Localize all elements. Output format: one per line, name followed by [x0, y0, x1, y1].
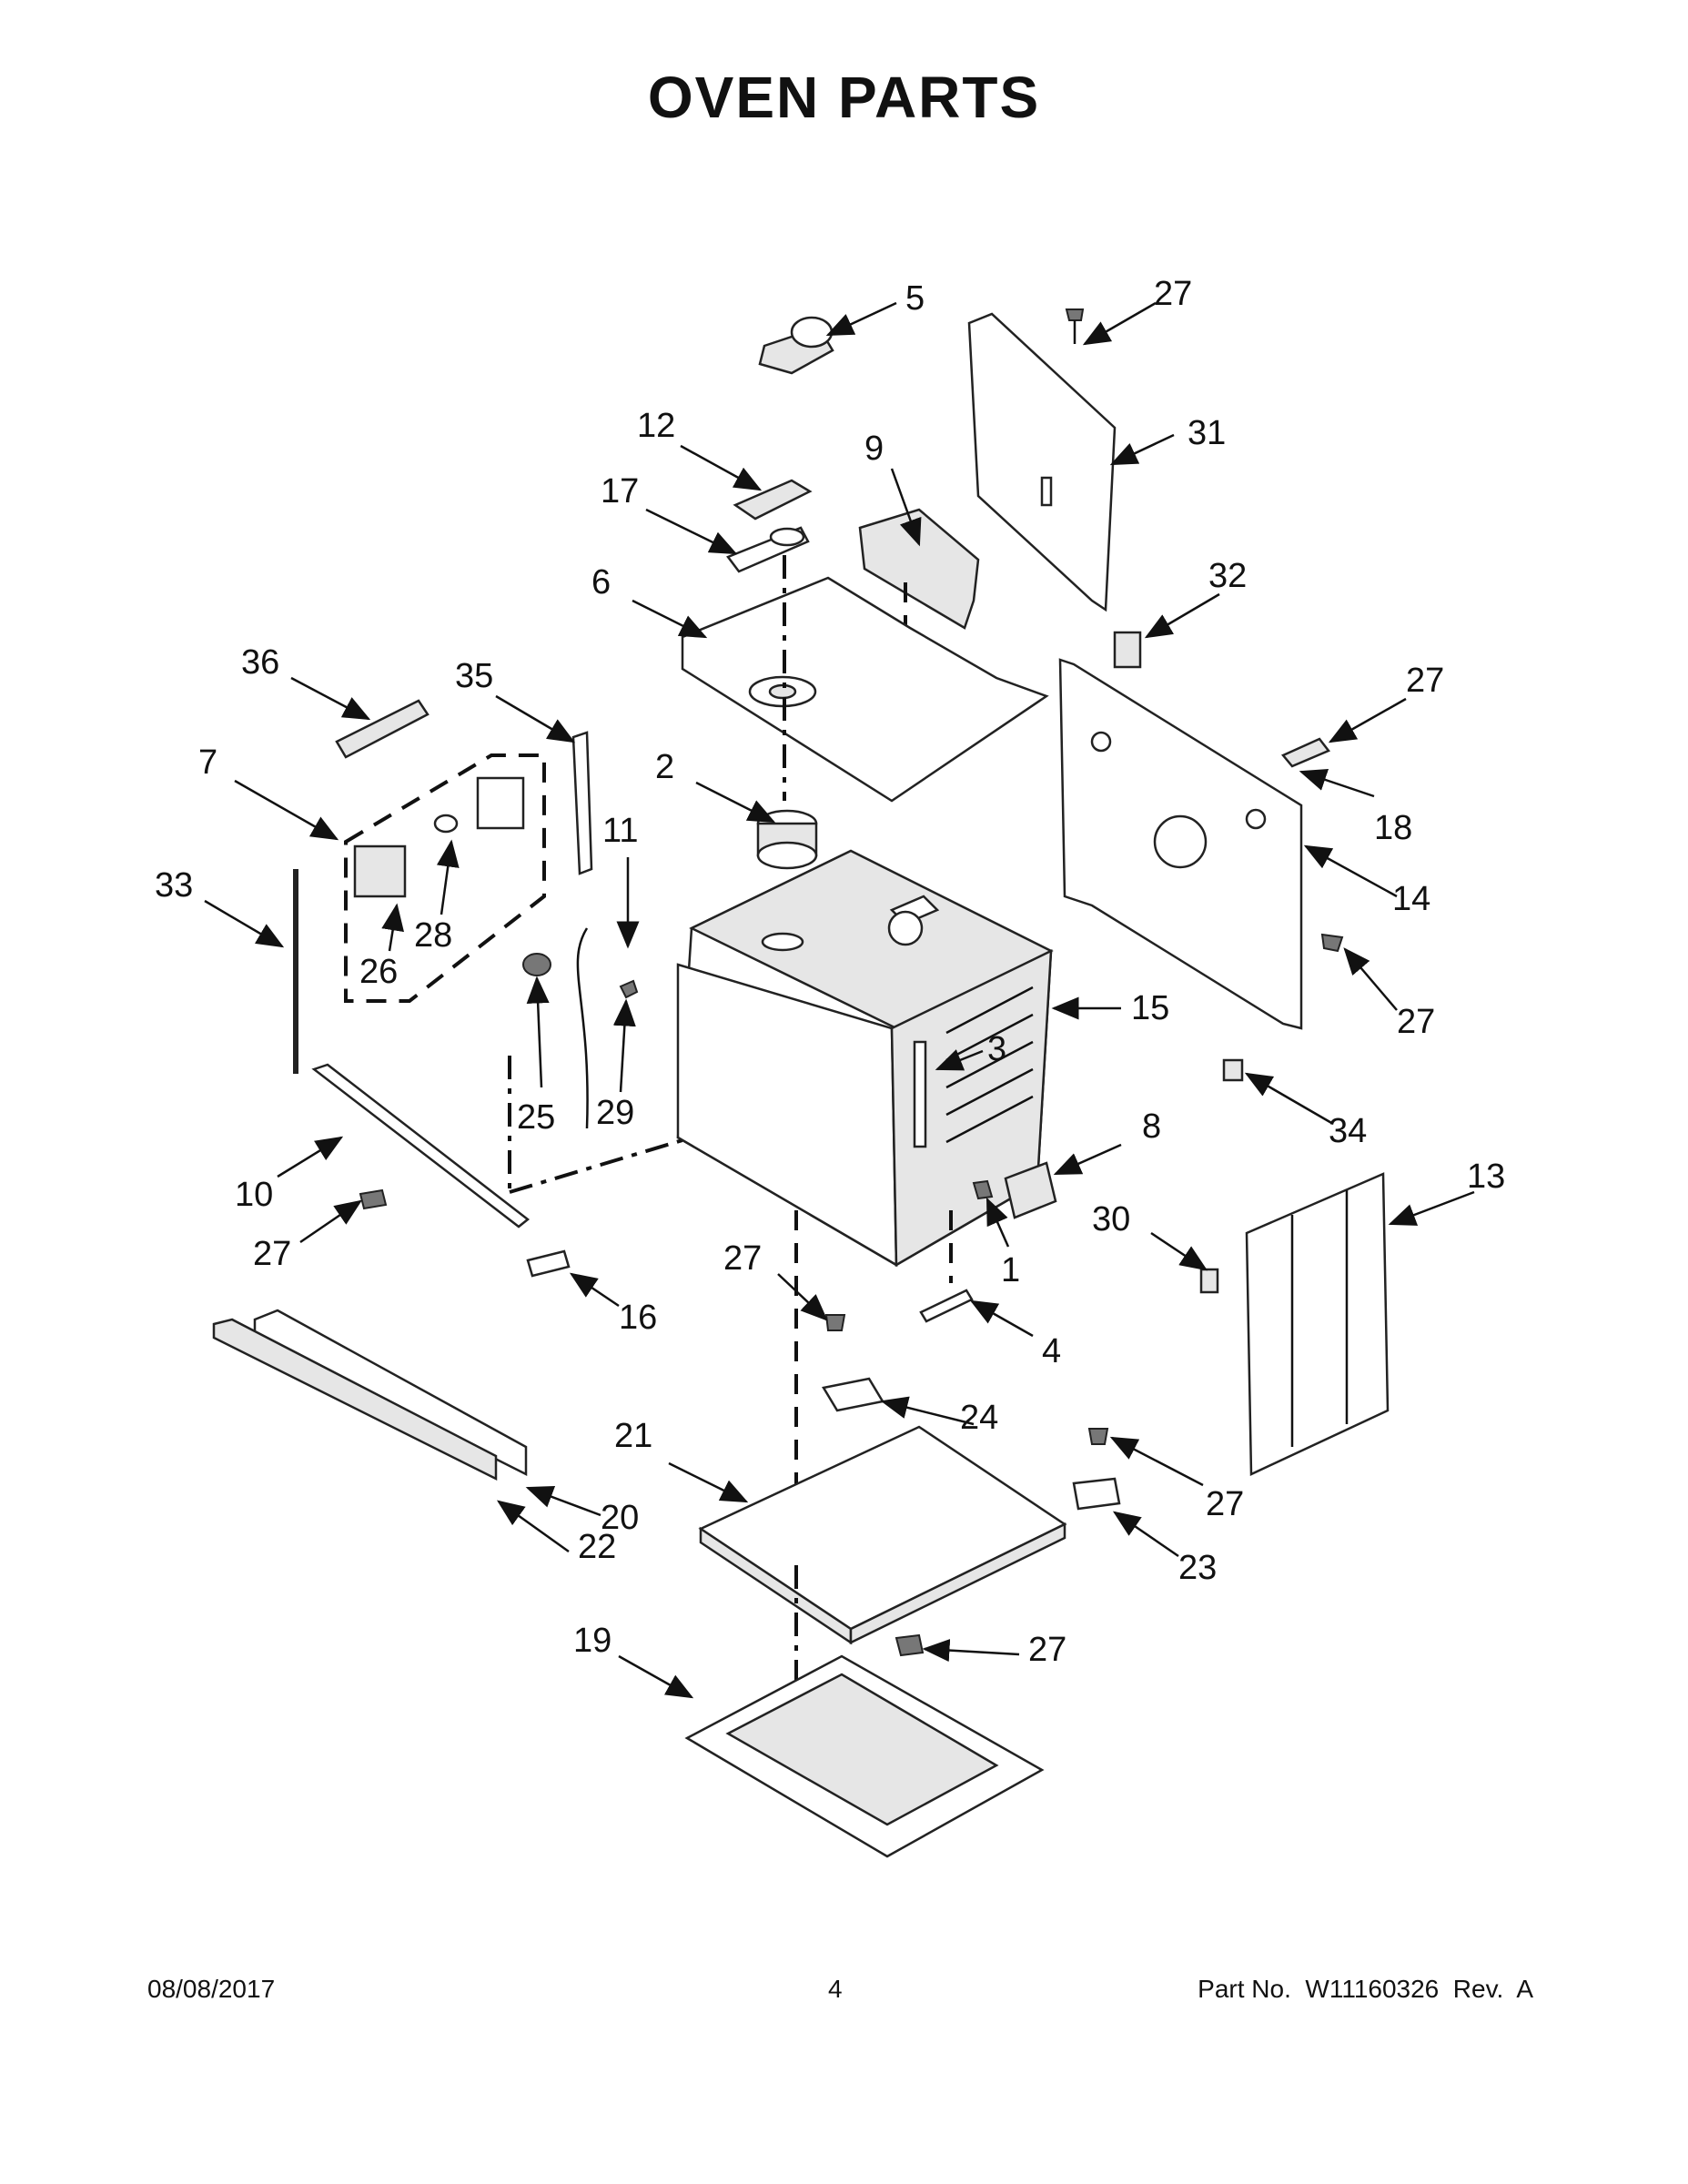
part-13-side-panel: [1245, 1172, 1390, 1476]
part-23-bracket: [1072, 1477, 1121, 1511]
callout-labels: 5 27 31 12 9 17 6 32 36 35 27 18 7 2 11 …: [155, 275, 1505, 1669]
callout-26: 26: [359, 953, 398, 991]
part-8-vent: [1004, 1161, 1057, 1219]
callout-23: 23: [1178, 1549, 1217, 1587]
leader-lines: [204, 301, 1475, 1699]
callout-22: 22: [578, 1528, 616, 1566]
callout-27: 27: [1406, 662, 1444, 700]
part-16-bracket: [526, 1249, 571, 1278]
callout-13: 13: [1467, 1158, 1505, 1196]
part-22-trim: [212, 1318, 498, 1481]
footer-page-number: 4: [828, 1975, 843, 2003]
callout-28: 28: [414, 916, 452, 955]
part-27-screw-bottom: [895, 1633, 925, 1657]
callout-25: 25: [517, 1098, 555, 1137]
callout-27: 27: [1028, 1631, 1066, 1669]
callout-8: 8: [1142, 1107, 1161, 1146]
callout-18: 18: [1374, 809, 1412, 847]
part-24-bracket: [822, 1377, 884, 1412]
callout-31: 31: [1188, 414, 1226, 452]
part-35-rail: [571, 731, 593, 875]
callout-4: 4: [1042, 1332, 1061, 1370]
part-7-kit-outline: [344, 753, 546, 1003]
callout-9: 9: [864, 430, 884, 468]
callout-3: 3: [987, 1030, 1006, 1068]
callout-16: 16: [619, 1299, 657, 1337]
callout-19: 19: [573, 1622, 612, 1660]
part-9-duct: [858, 508, 980, 655]
callout-5: 5: [905, 279, 925, 318]
page-title: OVEN PARTS: [647, 65, 1041, 130]
callout-30: 30: [1092, 1200, 1130, 1239]
part-12-bracket: [733, 479, 813, 521]
part-18-sensor: [1280, 737, 1330, 768]
callout-29: 29: [596, 1094, 634, 1132]
part-4-bracket: [919, 1289, 974, 1323]
callout-17: 17: [601, 472, 639, 511]
part-21-bottom-panel: [698, 1425, 1067, 1645]
part-27-screw-lower-right: [1087, 1428, 1109, 1445]
callout-2: 2: [655, 748, 674, 786]
part-27-screw-left: [359, 1188, 388, 1210]
callout-27: 27: [1397, 1003, 1435, 1041]
callout-1: 1: [1001, 1251, 1020, 1289]
part-27-screw-top: [1065, 308, 1085, 344]
callout-12: 12: [637, 407, 675, 445]
part-25-cap: [522, 953, 551, 976]
part-10-rail: [311, 1063, 531, 1228]
callout-24: 24: [960, 1399, 998, 1437]
part-32-block: [1113, 631, 1142, 669]
part-34-plate: [1222, 1058, 1244, 1082]
part-29-screw: [619, 979, 639, 999]
part-5-motor: [758, 316, 834, 375]
callout-35: 35: [455, 657, 493, 695]
callout-27: 27: [1154, 275, 1192, 313]
part-6-top-panel: [681, 576, 1049, 803]
callout-27: 27: [723, 1239, 762, 1278]
part-30-clip: [1199, 1268, 1219, 1294]
callout-27: 27: [1206, 1485, 1244, 1523]
footer-date: 08/08/2017: [147, 1975, 276, 2003]
part-31-rear-panel: [967, 312, 1117, 612]
part-27-screw-right: [1320, 933, 1344, 953]
callout-32: 32: [1208, 557, 1247, 595]
part-14-rear-panel: [1058, 658, 1303, 1030]
part-27-screw-center: [824, 1314, 846, 1331]
callout-6: 6: [591, 563, 611, 602]
callout-34: 34: [1329, 1112, 1367, 1150]
part-19-bottom-plate: [684, 1654, 1045, 1858]
callout-27: 27: [253, 1235, 291, 1273]
callout-11: 11: [602, 812, 638, 850]
callout-7: 7: [198, 743, 217, 782]
callout-20: 20: [601, 1499, 639, 1537]
part-36-panel: [335, 699, 430, 759]
part-1-screw: [972, 1179, 994, 1200]
callout-36: 36: [241, 643, 279, 682]
callout-14: 14: [1392, 880, 1430, 918]
part-11-gasket: [508, 927, 692, 1194]
part-17-bracket: [726, 526, 810, 573]
callout-33: 33: [155, 866, 193, 905]
callout-15: 15: [1131, 989, 1169, 1027]
footer-part-number: Part No. W11160326 Rev. A: [1198, 1975, 1533, 2003]
callout-10: 10: [235, 1176, 273, 1214]
callout-21: 21: [614, 1417, 652, 1455]
